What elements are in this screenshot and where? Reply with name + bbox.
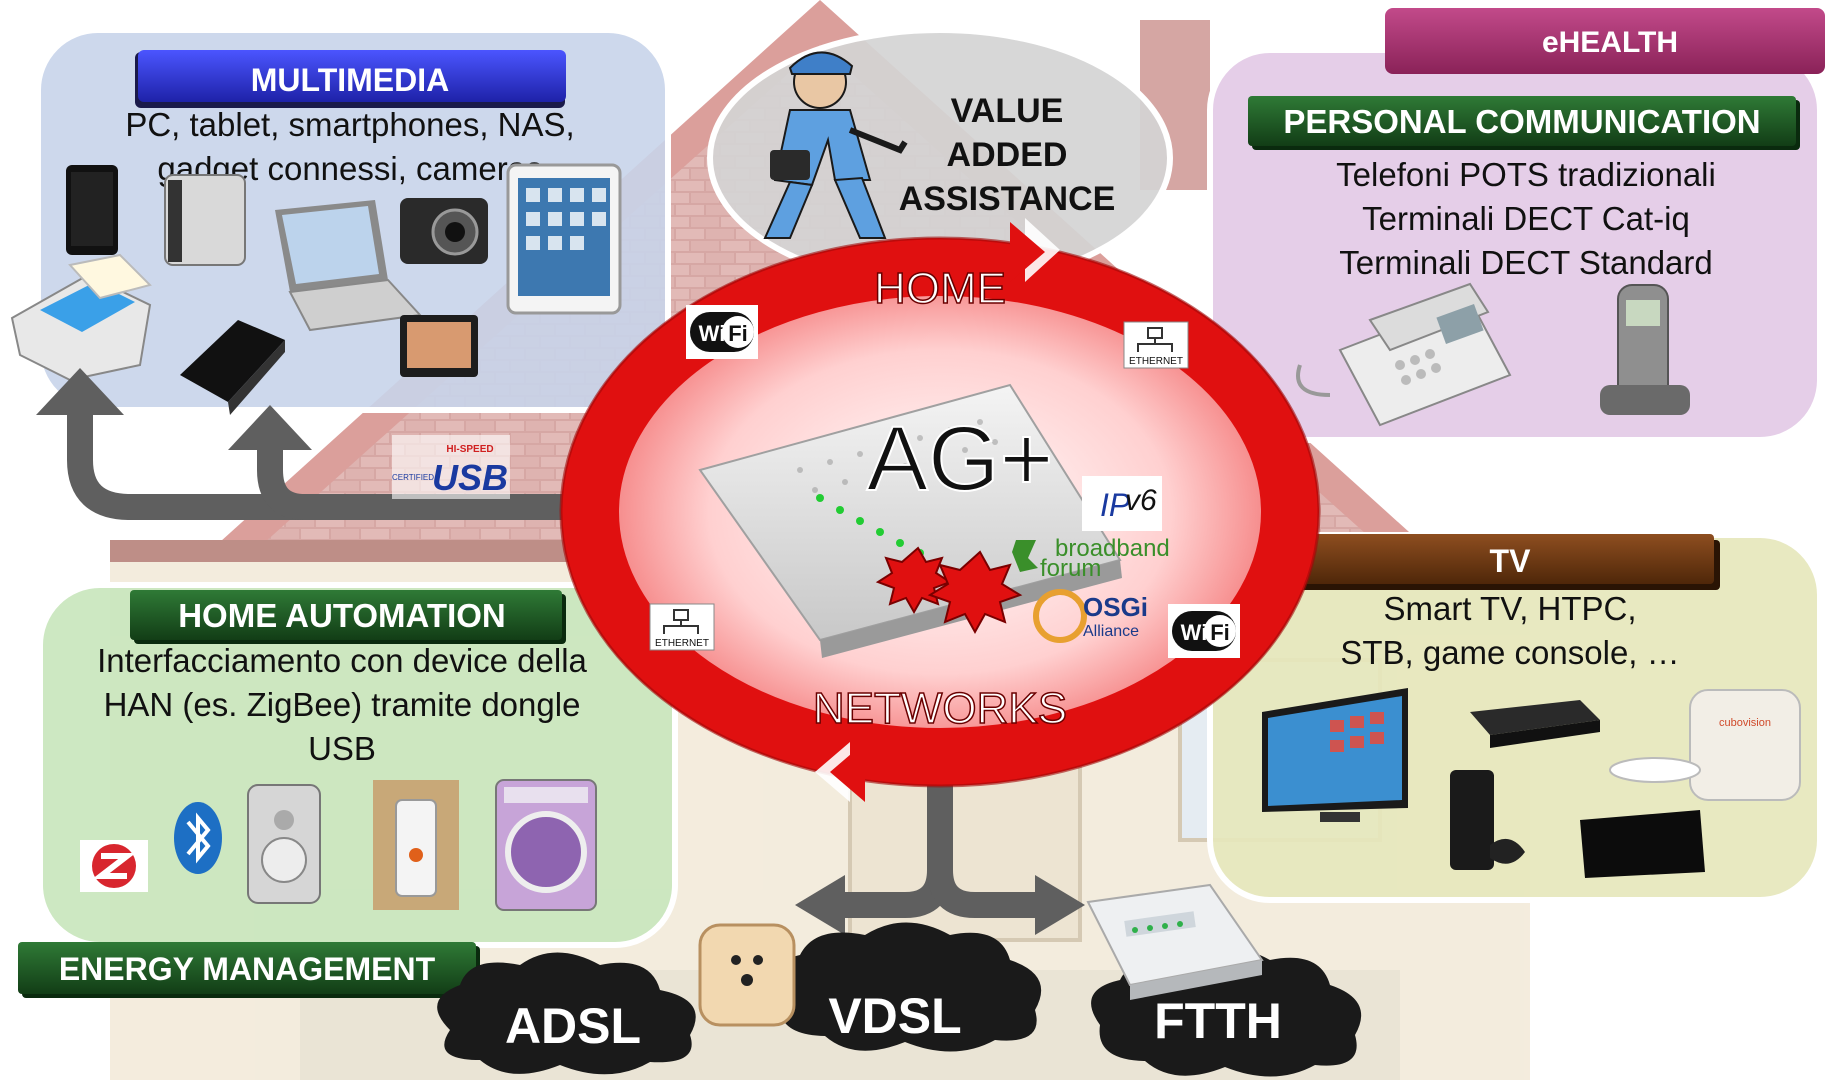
- personal-communication-panel: eHEALTH PERSONAL COMMUNICATION Telefoni …: [1207, 8, 1825, 443]
- broadband-forum-line2: forum: [1040, 555, 1101, 582]
- ehealth-header: eHEALTH: [1385, 8, 1825, 74]
- osgi-line1: OSGi: [1083, 592, 1148, 622]
- usb-hi-speed: HI-SPEED: [446, 444, 493, 455]
- phone-socket-icon: [698, 923, 796, 1027]
- usb-label: USB: [432, 457, 508, 498]
- ring-arrow-top: [1010, 218, 1060, 282]
- ipv6-badge: IP v6: [1082, 476, 1162, 531]
- home-automation-panel: HOME AUTOMATION Interfacciamento con dev…: [37, 582, 678, 948]
- desk-phone-icon: [1296, 282, 1512, 427]
- wifi-right-w: Wi: [1181, 620, 1208, 645]
- tv-line2: STB, game console, …: [1340, 634, 1679, 671]
- dect-phone-icon: [1600, 284, 1690, 415]
- personal-communication-line2: Terminali DECT Cat-iq: [1362, 200, 1690, 237]
- wifi-top-w: Wi: [699, 321, 726, 346]
- energy-dongle-icon: [373, 780, 459, 910]
- tv-title: TV: [1490, 543, 1532, 579]
- smartphone-icon: [66, 165, 118, 255]
- external-hdd-icon: [180, 320, 285, 415]
- burst-icons: [875, 546, 1023, 635]
- home-automation-line3: USB: [308, 730, 376, 767]
- nas-icon: [164, 174, 246, 266]
- vdsl-cloud: VDSL: [771, 922, 1042, 1052]
- home-automation-line2: HAN (es. ZigBee) tramite dongle: [104, 686, 581, 723]
- game-console-icon: [1450, 770, 1525, 870]
- zigbee-icon: [80, 840, 148, 892]
- personal-communication-header: PERSONAL COMMUNICATION: [1248, 96, 1800, 150]
- multimedia-header: MULTIMEDIA: [135, 50, 566, 108]
- osgi-line2: Alliance: [1083, 623, 1139, 640]
- cubovision-label: cubovision: [1719, 717, 1771, 729]
- broadband-forum-line1: broadband: [1055, 535, 1170, 562]
- router-leds: [816, 494, 924, 557]
- vdsl-label: VDSL: [828, 988, 961, 1044]
- home-label: HOME: [874, 264, 1006, 313]
- usb-badge: HI-SPEED CERTIFIED USB: [392, 435, 510, 499]
- usb-arrow-heads: [36, 368, 312, 450]
- multimedia-panel: MULTIMEDIA PC, tablet, smartphones, NAS,…: [10, 27, 671, 415]
- value-added-line1: VALUE: [951, 92, 1064, 130]
- smart-plug-icon: [247, 784, 321, 904]
- ring-arrow-bottom: [815, 742, 865, 802]
- smart-tv-icon: [1262, 688, 1408, 822]
- ipv6-ip: IP: [1100, 487, 1131, 523]
- wifi-badge-right: Wi Fi: [1168, 604, 1240, 658]
- bluetooth-icon: [174, 802, 222, 874]
- laptop-icon: [275, 200, 423, 332]
- ehealth-title: eHEALTH: [1542, 26, 1678, 59]
- printer-icon: [10, 253, 152, 382]
- personal-communication-line1: Telefoni POTS tradizionali: [1336, 156, 1716, 193]
- networks-label: NETWORKS: [813, 684, 1067, 733]
- tv-panel: TV Smart TV, HTPC, STB, game console, … …: [1207, 532, 1823, 903]
- technician-icon: [763, 51, 908, 239]
- wifi-badge-top: Wi Fi: [686, 305, 758, 359]
- adsl-cloud: ADSL: [437, 952, 696, 1075]
- ftth-label: FTTH: [1154, 993, 1282, 1049]
- energy-management-title: ENERGY MANAGEMENT: [59, 951, 436, 987]
- ethernet-badge-top: ETHERNET: [1123, 321, 1189, 369]
- value-added-line2: ADDED: [947, 136, 1068, 174]
- energy-management-header: ENERGY MANAGEMENT: [18, 942, 480, 998]
- set-top-box-icon: [1470, 700, 1600, 748]
- ethernet-top-label: ETHERNET: [1129, 356, 1183, 367]
- ethernet-badge-left: ETHERNET: [649, 603, 715, 651]
- wifi-top-f: Fi: [728, 321, 748, 346]
- value-added-panel: VALUE ADDED ASSISTANCE: [707, 27, 1173, 289]
- photo-frame-icon: [400, 315, 478, 377]
- washing-machine-icon: [495, 779, 597, 911]
- product-name: AG+: [867, 408, 1054, 510]
- ont-icon: [1086, 883, 1264, 1000]
- personal-communication-title: PERSONAL COMMUNICATION: [1283, 103, 1760, 140]
- personal-communication-line3: Terminali DECT Standard: [1339, 244, 1713, 281]
- broadband-forum-badge: broadband forum: [1012, 535, 1170, 582]
- home-automation-line1: Interfacciamento con device della: [97, 642, 587, 679]
- center-hub: HOME NETWORKS AG+ IP v6 broad: [559, 218, 1321, 802]
- ethernet-left-label: ETHERNET: [655, 638, 709, 649]
- ipv6-v: v6: [1125, 484, 1157, 517]
- multimedia-desc-line1: PC, tablet, smartphones, NAS,: [125, 106, 574, 143]
- home-automation-header: HOME AUTOMATION: [130, 590, 566, 644]
- camera-icon: [400, 198, 488, 264]
- media-box-icon: [1580, 810, 1705, 878]
- network-arrow-heads: [795, 875, 1085, 935]
- tv-line1: Smart TV, HTPC,: [1383, 590, 1636, 627]
- home-automation-title: HOME AUTOMATION: [178, 597, 506, 634]
- tablet-icon: [506, 163, 622, 315]
- usb-connection-arrows: [67, 410, 720, 520]
- tv-header: TV: [1284, 534, 1720, 590]
- multimedia-title: MULTIMEDIA: [251, 62, 449, 98]
- value-added-line3: ASSISTANCE: [899, 180, 1116, 218]
- usb-certified: CERTIFIED: [392, 473, 434, 482]
- cubovision-icon: cubovision: [1609, 689, 1801, 801]
- osgi-badge: OSGi Alliance: [1033, 589, 1148, 643]
- adsl-label: ADSL: [505, 998, 641, 1054]
- wifi-right-f: Fi: [1210, 620, 1230, 645]
